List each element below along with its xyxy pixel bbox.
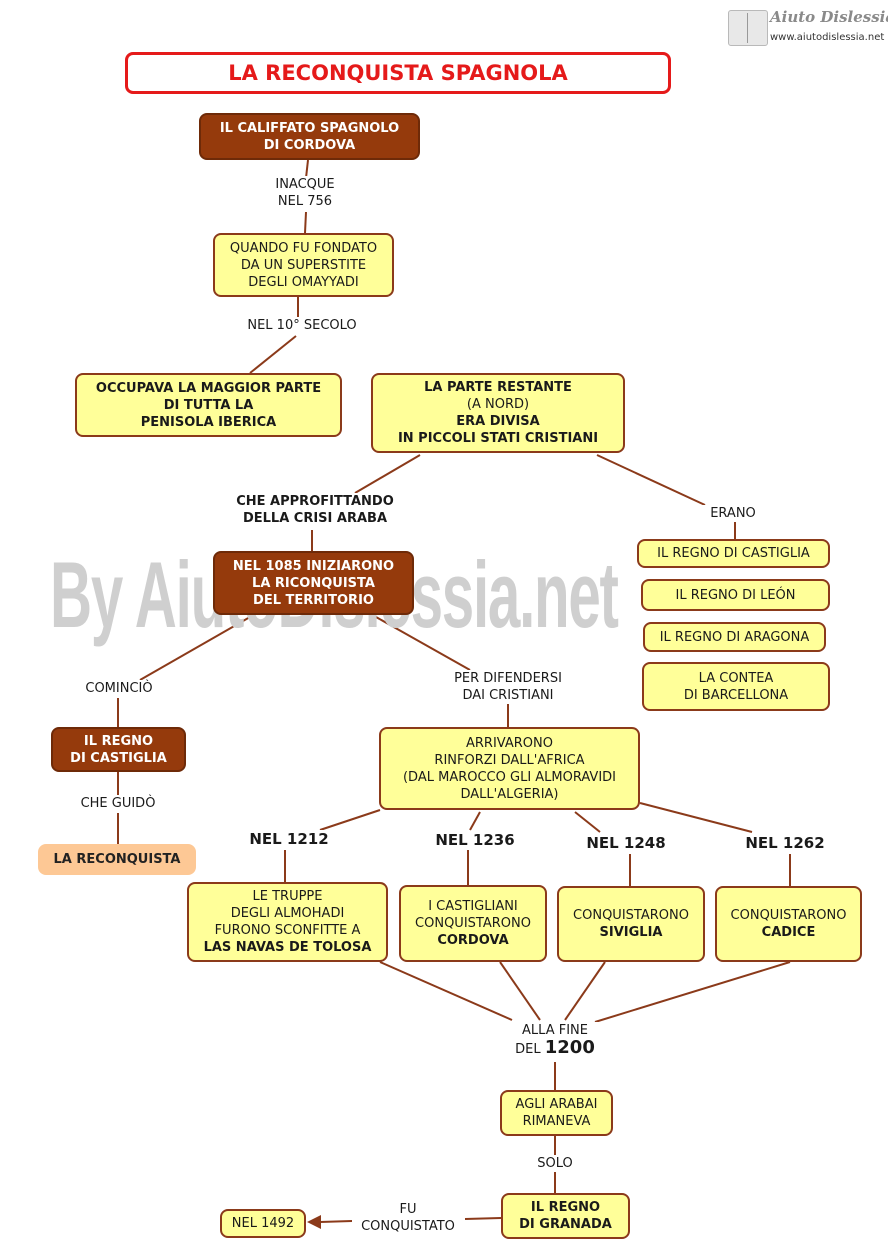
label-alla-fine: ALLA FINE DEL 1200 [505, 1022, 605, 1058]
label-nel10: NEL 10° SECOLO [236, 317, 368, 334]
logo-url: www.aiutodislessia.net [770, 32, 885, 43]
book-icon [728, 10, 768, 46]
node-regno-aragona: IL REGNO DI ARAGONA [643, 622, 826, 652]
node-la-reconquista: LA RECONQUISTA [38, 844, 196, 875]
label-nel1236: NEL 1236 [424, 831, 526, 850]
node-regno-castiglia-right: IL REGNO DI CASTIGLIA [637, 539, 830, 568]
label-guido: CHE GUIDÒ [68, 795, 168, 812]
label-nel1248: NEL 1248 [575, 834, 677, 853]
node-nel1492: NEL 1492 [220, 1209, 306, 1238]
label-erano: ERANO [700, 505, 766, 522]
label-nel1262: NEL 1262 [734, 834, 836, 853]
label-comincio: COMINCIÒ [74, 680, 164, 697]
label-solo: SOLO [529, 1155, 581, 1172]
node-regno-leon: IL REGNO DI LEÓN [641, 579, 830, 611]
node-restante: LA PARTE RESTANTE (A NORD) ERA DIVISA IN… [371, 373, 625, 453]
label-nel1212: NEL 1212 [238, 830, 340, 849]
logo-brand: Aiuto Dislessia [770, 8, 888, 26]
site-logo: Aiuto Dislessia www.aiutodislessia.net [726, 6, 888, 48]
page-title: LA RECONQUISTA SPAGNOLA [125, 52, 671, 94]
